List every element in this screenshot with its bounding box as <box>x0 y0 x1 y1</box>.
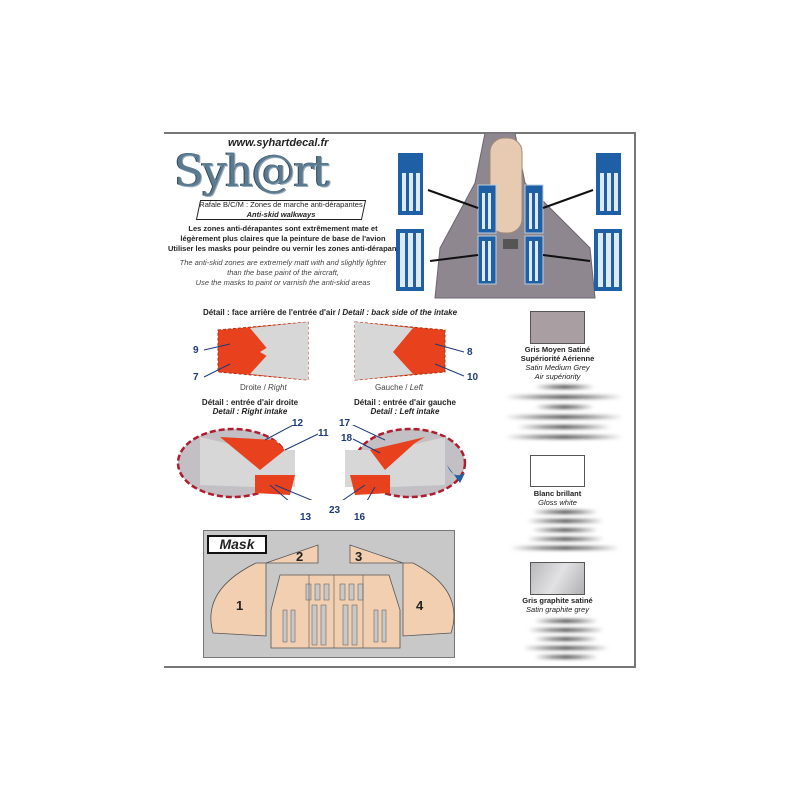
part-number: 23 <box>329 505 341 516</box>
note-line: than the base paint of the aircraft, <box>227 268 339 277</box>
note-line: The anti-skid zones are extremely matt w… <box>179 258 387 267</box>
syhart-logo: Syh@rt <box>174 146 330 197</box>
part-number: 18 <box>341 433 353 444</box>
notes-fr: Les zones anti-dérapantes sont extrêmeme… <box>168 224 408 254</box>
swatch-gloss-white <box>530 455 585 487</box>
mask-parts <box>210 544 455 649</box>
left-label: Gauche / Left <box>375 383 424 392</box>
note-line: Use the masks to paint or varnish the an… <box>195 278 371 287</box>
intake-back-diagram <box>203 321 465 381</box>
mask-label: Mask <box>207 535 267 554</box>
part-number: 8 <box>467 347 473 358</box>
right-label: Droite / Right <box>240 383 287 392</box>
mask-part-number: 1 <box>236 598 244 613</box>
website-url: www.syhartdecal.fr <box>228 137 329 149</box>
part-number: 12 <box>292 418 304 429</box>
part-number: 13 <box>300 512 312 523</box>
title-fr: Rafale B/C/M : Zones de marche anti-déra… <box>199 200 363 209</box>
notes-en: The anti-skid zones are extremely matt w… <box>168 258 398 288</box>
mask-part-number: 4 <box>416 598 424 613</box>
intake-detail-diagrams <box>176 425 467 500</box>
detail-back-heading: Détail : face arrière de l'entrée d'air … <box>202 308 458 317</box>
blurred-references-1 <box>505 385 623 439</box>
swatch-medium-grey <box>530 311 585 344</box>
mask-part-number: 3 <box>355 549 363 564</box>
aircraft-top-view <box>396 133 622 299</box>
part-number: 10 <box>467 372 479 383</box>
note-line: légèrement plus claires que la peinture … <box>180 234 386 243</box>
part-number: 11 <box>318 428 329 439</box>
sheet-frame <box>164 132 636 668</box>
title: Rafale B/C/M : Zones de marche anti-déra… <box>198 200 364 220</box>
blurred-references-2 <box>510 510 620 550</box>
part-number: 16 <box>354 512 366 523</box>
blurred-references-3 <box>512 619 620 659</box>
note-line: Les zones anti-dérapantes sont extrêmeme… <box>188 224 378 233</box>
part-number: 17 <box>339 418 351 429</box>
title-en: Anti-skid walkways <box>246 210 316 219</box>
part-number: 9 <box>193 345 199 356</box>
part-number: 7 <box>193 372 199 383</box>
swatch-graphite-grey <box>530 562 585 595</box>
mask-part-number: 2 <box>296 549 304 564</box>
note-line: Utiliser les masks pour peindre ou verni… <box>168 244 408 253</box>
